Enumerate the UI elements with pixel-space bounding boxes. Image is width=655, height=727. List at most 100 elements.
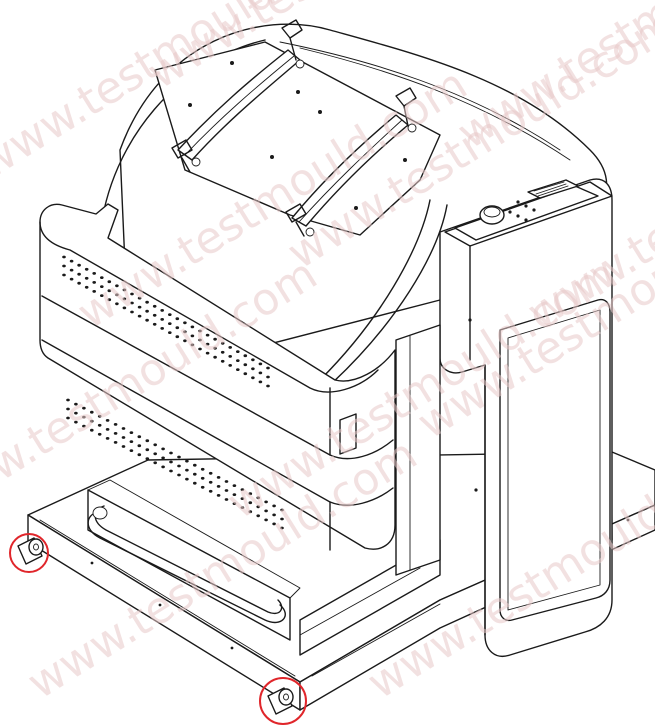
perforation-hole: [208, 489, 213, 493]
perforation-hole: [122, 297, 127, 301]
perforation-hole: [92, 281, 96, 284]
perforation-hole: [266, 384, 270, 388]
perforation-hole: [121, 436, 126, 439]
perforation-hole: [153, 452, 157, 456]
perforation-hole: [280, 526, 284, 530]
perforation-hole: [258, 362, 263, 366]
perforation-hole: [272, 513, 276, 517]
perforation-hole: [62, 273, 66, 277]
perforation-hole: [168, 322, 172, 325]
perforation-hole: [183, 321, 187, 325]
lid-clamp-left: [171, 19, 305, 173]
perforation-hole: [84, 285, 89, 289]
perforation-hole: [236, 359, 240, 362]
perforation-hole: [115, 293, 119, 297]
perforation-hole: [113, 441, 118, 444]
perforation-hole: [272, 522, 276, 526]
highlight-circle-left-foot: [9, 533, 49, 573]
perforation-hole: [243, 372, 248, 376]
perforation-hole: [153, 443, 157, 447]
perforation-hole: [190, 343, 195, 347]
perforation-hole: [69, 268, 74, 272]
perforation-hole: [113, 423, 118, 426]
perforation-hole: [205, 351, 210, 355]
perforation-hole: [74, 420, 78, 424]
perforation-hole: [115, 284, 119, 288]
perforation-hole: [122, 306, 127, 310]
perforation-hole: [115, 302, 119, 306]
perforation-hole: [248, 501, 253, 505]
perforation-hole: [280, 517, 284, 521]
perforation-hole: [213, 355, 217, 359]
perforation-hole: [77, 263, 81, 267]
perforation-hole: [228, 346, 232, 349]
perforation-hole: [77, 272, 81, 276]
perforation-hole: [105, 419, 110, 422]
perforation-hole: [251, 358, 255, 362]
lid-clamp-right: [285, 87, 417, 237]
perforation-hole: [251, 376, 255, 380]
perforation-hole: [177, 464, 181, 468]
perforation-hole: [177, 455, 181, 459]
perforation-hole: [198, 329, 202, 333]
perforation-hole: [185, 477, 189, 481]
perforation-hole: [205, 333, 210, 337]
perforation-hole: [272, 504, 276, 508]
base-handle: [87, 505, 286, 624]
perforations-lower: [66, 398, 284, 530]
perforation-hole: [224, 480, 229, 483]
highlight-circle-right-foot: [259, 677, 307, 725]
perforation-hole: [193, 463, 197, 467]
perforation-hole: [228, 364, 232, 367]
perforation-hole: [198, 338, 202, 342]
perforation-hole: [107, 289, 112, 293]
perforation-hole: [240, 497, 245, 500]
perforation-hole: [264, 509, 268, 513]
perforation-hole: [232, 484, 237, 487]
perforation-hole: [84, 276, 89, 280]
perforation-hole: [82, 406, 86, 410]
perforation-hole: [236, 350, 240, 353]
perforation-hole: [97, 432, 102, 436]
perforation-hole: [107, 280, 112, 284]
perforation-hole: [74, 402, 78, 406]
perforation-hole: [137, 305, 142, 309]
perforation-hole: [145, 448, 150, 452]
perforation-hole: [121, 445, 126, 448]
perforation-hole: [90, 410, 94, 414]
perforation-hole: [169, 460, 173, 464]
perforation-hole: [185, 459, 189, 463]
perforation-hole: [213, 337, 217, 341]
perforation-hole: [105, 437, 110, 440]
perforation-hole: [243, 354, 248, 358]
perforation-hole: [152, 322, 157, 326]
perforations-upper: [62, 255, 270, 388]
perforation-hole: [208, 480, 213, 484]
perforation-hole: [183, 330, 187, 334]
perforation-hole: [220, 341, 225, 345]
perforation-hole: [100, 285, 104, 288]
perforation-hole: [208, 471, 213, 475]
front-housing: [39, 203, 396, 551]
perforation-hole: [251, 367, 255, 371]
perforation-hole: [62, 264, 66, 268]
perforation-hole: [152, 304, 157, 308]
perforation-hole: [160, 318, 164, 321]
perforation-hole: [248, 492, 253, 496]
perforation-hole: [84, 267, 89, 271]
perforation-hole: [213, 346, 217, 350]
perforation-hole: [256, 514, 261, 518]
perforation-hole: [129, 449, 134, 452]
perforation-hole: [160, 327, 164, 330]
perforation-hole: [66, 407, 70, 411]
perforation-hole: [105, 428, 110, 431]
perforation-hole: [153, 461, 157, 465]
perforation-hole: [185, 468, 189, 472]
perforation-hole: [256, 505, 261, 509]
perforation-hole: [264, 500, 268, 504]
perforation-hole: [137, 444, 142, 448]
perforation-hole: [62, 255, 66, 259]
perforation-hole: [169, 469, 173, 473]
perforation-hole: [161, 447, 165, 451]
perforation-hole: [74, 411, 78, 415]
